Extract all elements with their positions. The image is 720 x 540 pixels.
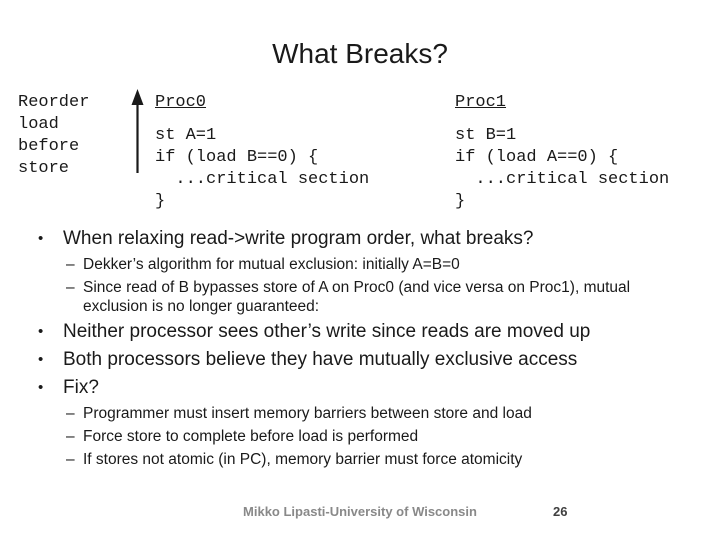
bullet-marker: • [38,379,44,396]
slide-title: What Breaks? [272,38,448,69]
bullet-text: Fix? [63,377,99,398]
reorder-side-note: Reorder load before store [18,93,90,178]
sub-bullet-item: –Dekker’s algorithm for mutual exclusion… [38,255,686,274]
sub-bullet-item: –If stores not atomic (in PC), memory ba… [38,450,686,469]
proc0-code-block: Proc0 st A=1 if (load B==0) { ...critica… [155,92,369,213]
bullet-item: • Neither processor sees other’s write si… [38,320,686,344]
bullet-text: When relaxing read->write program order,… [63,228,534,249]
sub-bullet-item: –Programmer must insert memory barriers … [38,404,686,423]
bullet-text: Dekker’s algorithm for mutual exclusion:… [83,256,460,273]
bullet-text: If stores not atomic (in PC), memory bar… [83,451,523,468]
dash-marker: – [66,428,75,445]
bullet-marker: • [38,230,44,247]
bullet-text: Force store to complete before load is p… [83,428,419,445]
bullet-text: Programmer must insert memory barriers b… [83,405,532,422]
bullet-text: Neither processor sees other’s write sin… [63,321,591,342]
bullet-list: • When relaxing read->write program order… [38,227,686,473]
proc-code: st A=1 if (load B==0) { ...critical sect… [155,126,370,211]
dash-marker: – [66,256,75,273]
dash-marker: – [66,451,75,468]
sub-bullet-item: –Since read of B bypasses store of A on … [38,278,686,316]
dash-marker: – [66,279,75,296]
bullet-item: • Fix? [38,376,686,400]
bullet-item: • When relaxing read->write program order… [38,227,686,251]
sub-bullet-item: –Force store to complete before load is … [38,427,686,446]
page-number: 26 [553,504,568,519]
bullet-marker: • [38,351,44,368]
bullet-text: Since read of B bypasses store of A on P… [83,279,631,315]
bullet-marker: • [38,323,44,340]
proc-heading: Proc1 [455,93,507,112]
proc1-code-block: Proc1 st B=1 if (load A==0) { ...critica… [455,92,669,213]
bullet-item: • Both processors believe they have mutua… [38,348,686,372]
bullet-text: Both processors believe they have mutual… [63,349,578,370]
dash-marker: – [66,405,75,422]
up-arrow-icon [131,89,144,173]
proc-code: st B=1 if (load A==0) { ...critical sect… [455,126,670,211]
proc-heading: Proc0 [155,93,207,112]
footer-credit: Mikko Lipasti-University of Wisconsin [243,504,477,519]
